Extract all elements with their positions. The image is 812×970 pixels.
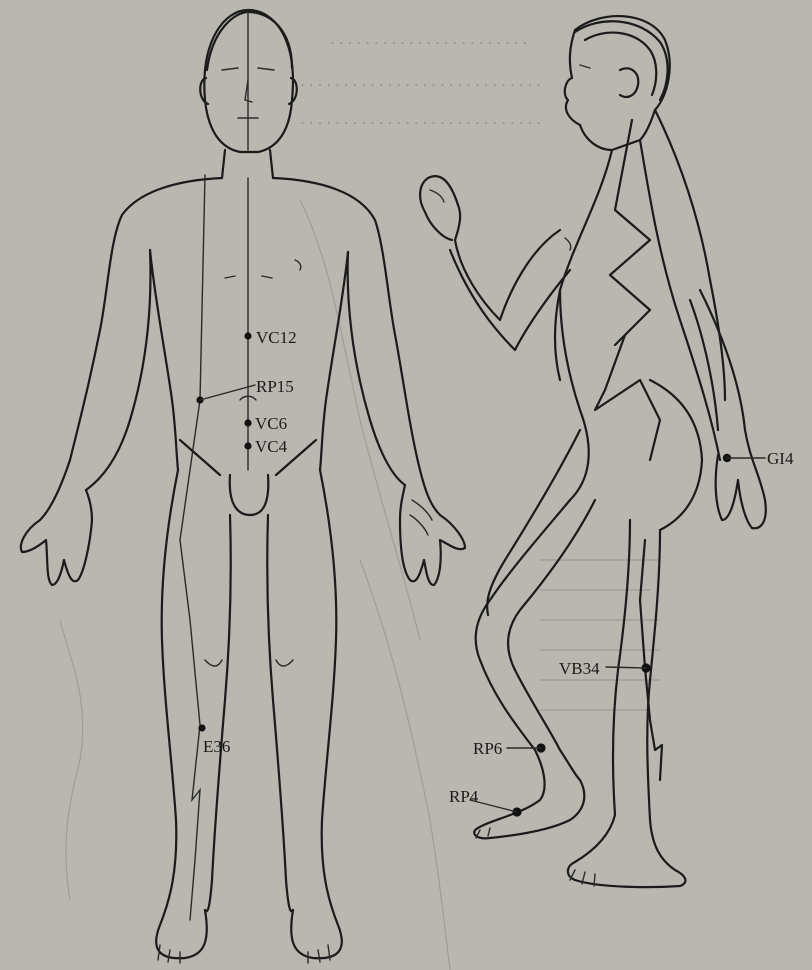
label-vc6: VC6 (255, 414, 287, 433)
front-acupoints: VC12 RP15 VC6 VC4 E36 (196, 328, 296, 756)
svg-text:· · · · · · · · · · · · · · ·: · · · · · · · · · · · · · · · · · · · · … (300, 78, 541, 94)
point-vc6 (244, 419, 251, 426)
label-gi4: GI4 (767, 449, 794, 468)
label-e36: E36 (203, 737, 230, 756)
front-body-figure (21, 10, 465, 963)
label-vc4: VC4 (255, 437, 288, 456)
point-vc4 (244, 442, 251, 449)
svg-text:· · · · · · · · · · · · · · ·: · · · · · · · · · · · · · · · · · · · · … (300, 116, 541, 132)
label-rp4: RP4 (449, 787, 479, 806)
svg-text:· · · · · · · · · · · · · · ·: · · · · · · · · · · · · · · · · · · · · … (330, 36, 527, 52)
point-vc12 (244, 332, 251, 339)
side-body-figure (420, 16, 766, 887)
bleed-through-layer: · · · · · · · · · · · · · · · · · · · · … (60, 36, 660, 970)
leader-vb34 (606, 667, 646, 668)
label-rp6: RP6 (473, 739, 502, 758)
point-e36 (198, 724, 205, 731)
label-rp15: RP15 (256, 377, 294, 396)
label-vc12: VC12 (256, 328, 297, 347)
leader-rp15 (200, 385, 255, 400)
label-vb34: VB34 (559, 659, 600, 678)
